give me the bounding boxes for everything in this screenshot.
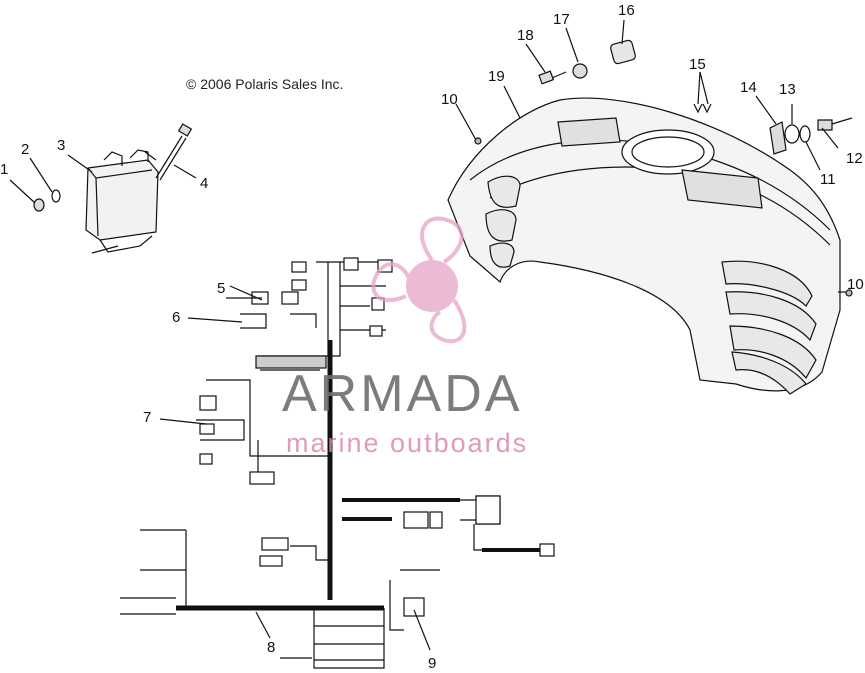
nut-13-part bbox=[784, 124, 800, 144]
clip-18-part bbox=[538, 70, 555, 85]
armada-logo-icon bbox=[371, 216, 467, 344]
callout-6: 6 bbox=[172, 309, 181, 326]
switch-14-part bbox=[769, 121, 787, 155]
watermark-subtitle: marine outboards bbox=[286, 428, 529, 458]
knob-16-part bbox=[610, 39, 636, 65]
callout-13: 13 bbox=[779, 81, 796, 98]
callout-19: 19 bbox=[488, 68, 505, 85]
callout-9: 9 bbox=[428, 655, 437, 672]
callout-3: 3 bbox=[57, 137, 66, 154]
dashboard-fairing-part bbox=[447, 97, 841, 395]
callout-2: 2 bbox=[21, 141, 30, 158]
screw-12-part bbox=[817, 119, 833, 131]
watermark-title: ARMADA bbox=[282, 365, 523, 423]
bolt-part bbox=[155, 123, 193, 181]
callout-4: 4 bbox=[200, 175, 209, 192]
callout-10-right: 10 bbox=[847, 276, 864, 293]
callout-18: 18 bbox=[517, 27, 534, 44]
callout-16: 16 bbox=[618, 2, 635, 19]
callout-8: 8 bbox=[267, 639, 276, 656]
callout-17: 17 bbox=[553, 11, 570, 28]
callout-15: 15 bbox=[689, 56, 706, 73]
callout-7: 7 bbox=[143, 409, 152, 426]
washer-11-part bbox=[799, 125, 811, 143]
callout-14: 14 bbox=[740, 79, 757, 96]
control-module-part bbox=[85, 149, 159, 254]
nut-17-part bbox=[572, 63, 588, 79]
callout-10-top: 10 bbox=[441, 91, 458, 108]
pin-15-part bbox=[693, 103, 703, 114]
nut-part bbox=[33, 198, 45, 212]
copyright-text: © 2006 Polaris Sales Inc. bbox=[186, 76, 344, 92]
callout-11: 11 bbox=[820, 171, 836, 188]
washer-part bbox=[51, 189, 61, 203]
callout-5: 5 bbox=[217, 280, 226, 297]
callout-1: 1 bbox=[0, 161, 9, 178]
callout-12: 12 bbox=[846, 150, 863, 167]
wiring-harness-part bbox=[120, 257, 555, 669]
